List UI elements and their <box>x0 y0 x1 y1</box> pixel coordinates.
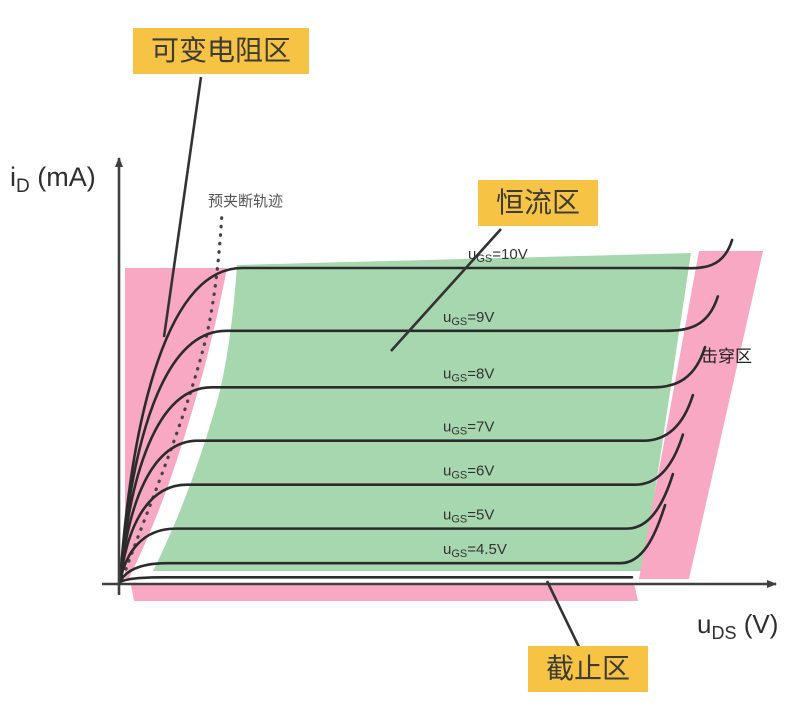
curve-label: uGS=9V <box>443 309 494 328</box>
label-variable-resistance-region: 可变电阻区 <box>133 28 310 74</box>
curve-label: uGS=4.5V <box>443 541 507 560</box>
breakdown-region-label: 击穿区 <box>701 347 752 366</box>
characteristic-curve <box>118 575 634 584</box>
characteristic-curve <box>118 238 734 584</box>
curve-label: uGS=6V <box>443 463 494 482</box>
pointer-line-constant-current <box>390 228 502 352</box>
pinchoff-locus-dotted-line <box>121 211 224 579</box>
breakdown-region-shape <box>639 251 763 579</box>
characteristic-curves-group <box>118 238 734 584</box>
characteristic-curve <box>118 393 695 584</box>
pointer-line-cutoff <box>545 580 581 648</box>
curve-label: uGS=7V <box>443 419 494 438</box>
x-axis-label: uDS (V) <box>697 609 778 643</box>
constant-current-region-shape <box>153 253 691 571</box>
curve-label: uGS=5V <box>443 507 494 526</box>
characteristic-curve <box>118 433 685 584</box>
label-cutoff-region: 截止区 <box>528 646 649 692</box>
cutoff-region-shape <box>131 583 638 601</box>
characteristic-curve <box>118 345 707 584</box>
label-constant-current-region: 恒流区 <box>478 180 599 226</box>
y-axis-label: iD (mA) <box>10 162 96 197</box>
curve-labels-group: uGS=10V uGS=9V uGS=8V uGS=7V uGS=6V uGS=5V uGS… <box>443 246 528 560</box>
curve-label: uGS=10V <box>468 246 528 265</box>
pointer-line-variable-resistance <box>162 76 203 338</box>
characteristic-curve <box>118 503 667 584</box>
characteristic-curve <box>118 472 675 584</box>
pinchoff-locus-label: 预夹断轨迹 <box>208 193 283 210</box>
curve-label: uGS=8V <box>443 365 494 384</box>
characteristic-curve <box>118 295 720 584</box>
